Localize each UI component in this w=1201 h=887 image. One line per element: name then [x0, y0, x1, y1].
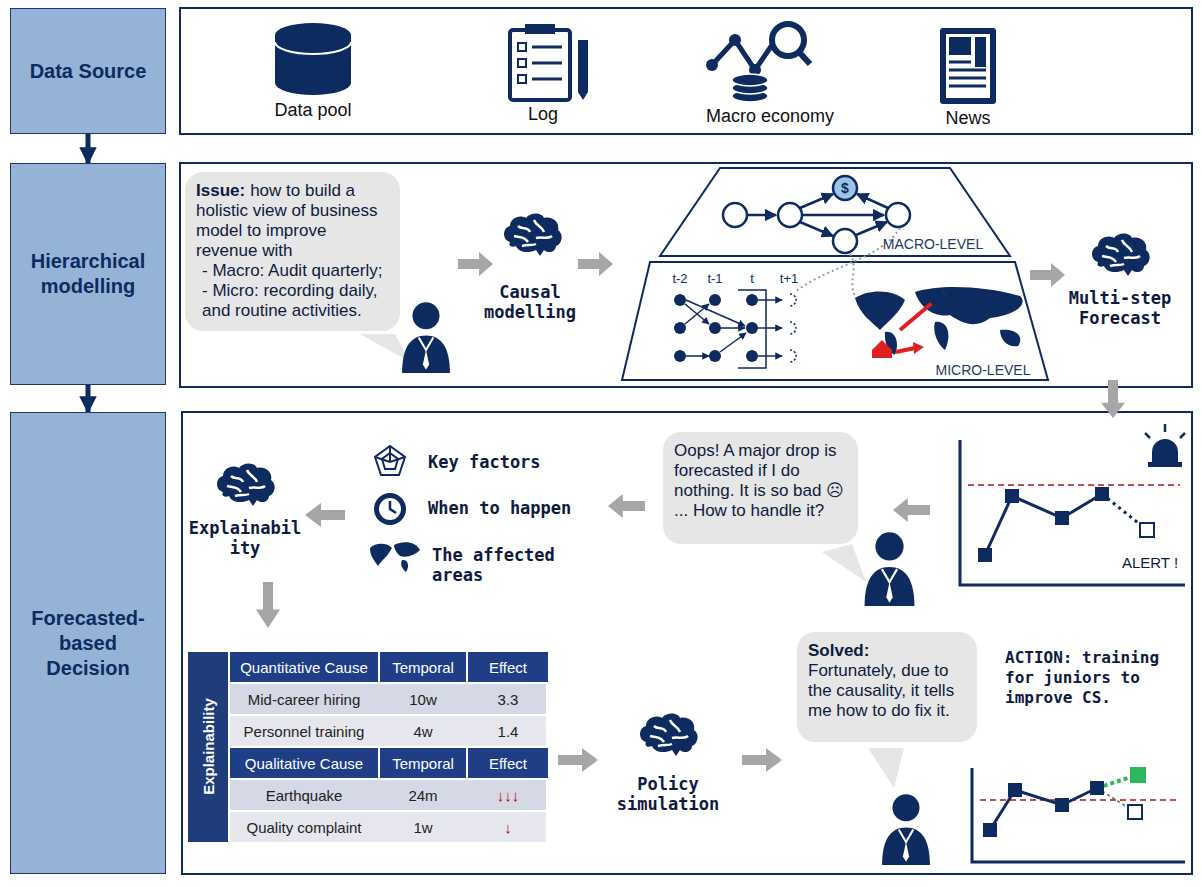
clock-icon — [374, 493, 406, 525]
table-header: Temporal — [380, 652, 466, 682]
section-band: Forecasted-based Decision — [10, 412, 166, 874]
time-label: t-1 — [703, 271, 727, 286]
node-text: Hierarchical modelling — [19, 249, 157, 299]
revenue-symbol: $ — [837, 180, 853, 196]
table-header: Qualitative Cause — [230, 748, 378, 778]
table-cell: Quality complaint — [230, 812, 378, 842]
speech-bubble: Issue:how to build a holistic view of bu… — [185, 172, 400, 331]
node-text: Oops! A major drop is forecasted if I do… — [674, 441, 844, 520]
time-label: t+1 — [774, 271, 804, 286]
log-icon — [510, 24, 588, 100]
node-text: Fortunately, due to the causality, it te… — [808, 661, 966, 721]
radar-icon — [375, 446, 405, 475]
news-icon — [940, 28, 996, 104]
table-cell: 3.3 — [468, 684, 548, 714]
band-inner: Forecasted-based Decision — [19, 606, 157, 681]
factor-label: The affected areas — [432, 545, 567, 586]
macro-economy-icon — [706, 24, 810, 102]
step-label: Multi-step Forecast — [1060, 288, 1180, 329]
bubble-heading: Issue: — [196, 181, 245, 200]
section-band: Data Source — [10, 8, 166, 134]
table-cell: 24m — [380, 780, 466, 810]
table-cell: 4w — [380, 716, 466, 746]
speech-bubble: Solved:Fortunately, due to the causality… — [797, 632, 977, 742]
source-label: Log — [513, 104, 573, 125]
table-cell: 1w — [380, 812, 466, 842]
alert-label: ALERT ! — [1115, 554, 1185, 571]
table-cell: Mid-career hiring — [230, 684, 378, 714]
node-text: Data Source — [30, 59, 147, 84]
node-text: Forecasted-based Decision — [19, 606, 157, 681]
table-cell: Personnel training — [230, 716, 378, 746]
section-band: Hierarchical modelling — [10, 163, 166, 385]
table-header: Effect — [468, 748, 548, 778]
table-header: Effect — [468, 652, 548, 682]
table-cell: ↓ — [468, 812, 548, 842]
step-label: Causal modelling — [470, 282, 590, 323]
source-label: Macro economy — [690, 106, 850, 127]
factor-label: Key factors — [428, 452, 593, 472]
database-icon — [275, 23, 351, 95]
step-label: Explainability — [185, 518, 305, 559]
flow-arrow — [86, 134, 91, 163]
bubble-heading: Solved: — [808, 641, 966, 661]
factor-label: When to happen — [428, 498, 603, 518]
step-label: Policy simulation — [613, 774, 723, 815]
level-label: MACRO-LEVEL — [878, 236, 988, 252]
source-label: News — [928, 108, 1008, 129]
table-side-title: Explainability — [200, 657, 217, 837]
speech-bubble: Oops! A major drop is forecasted if I do… — [663, 432, 858, 544]
table-cell: 1.4 — [468, 716, 548, 746]
time-label: t — [740, 271, 764, 286]
action-note: ACTION: training for juniors to improve … — [1005, 648, 1190, 708]
siren-icon — [1145, 424, 1185, 467]
level-label: MICRO-LEVEL — [928, 362, 1038, 378]
band-inner: Data Source — [30, 59, 147, 84]
node-text: - Macro: Audit quarterly; — [196, 261, 389, 281]
table-header: Quantitative Cause — [230, 652, 378, 682]
flow-arrow — [86, 385, 91, 412]
table-cell: ↓↓↓ — [468, 780, 548, 810]
table-cell: 10w — [380, 684, 466, 714]
source-label: Data pool — [263, 100, 363, 121]
table-cell: Earthquake — [230, 780, 378, 810]
band-inner: Hierarchical modelling — [19, 249, 157, 299]
time-label: t-2 — [668, 271, 692, 286]
table-header: Temporal — [380, 748, 466, 778]
node-text: - Micro: recording daily, and routine ac… — [196, 281, 389, 321]
area-map-icon — [370, 542, 420, 572]
